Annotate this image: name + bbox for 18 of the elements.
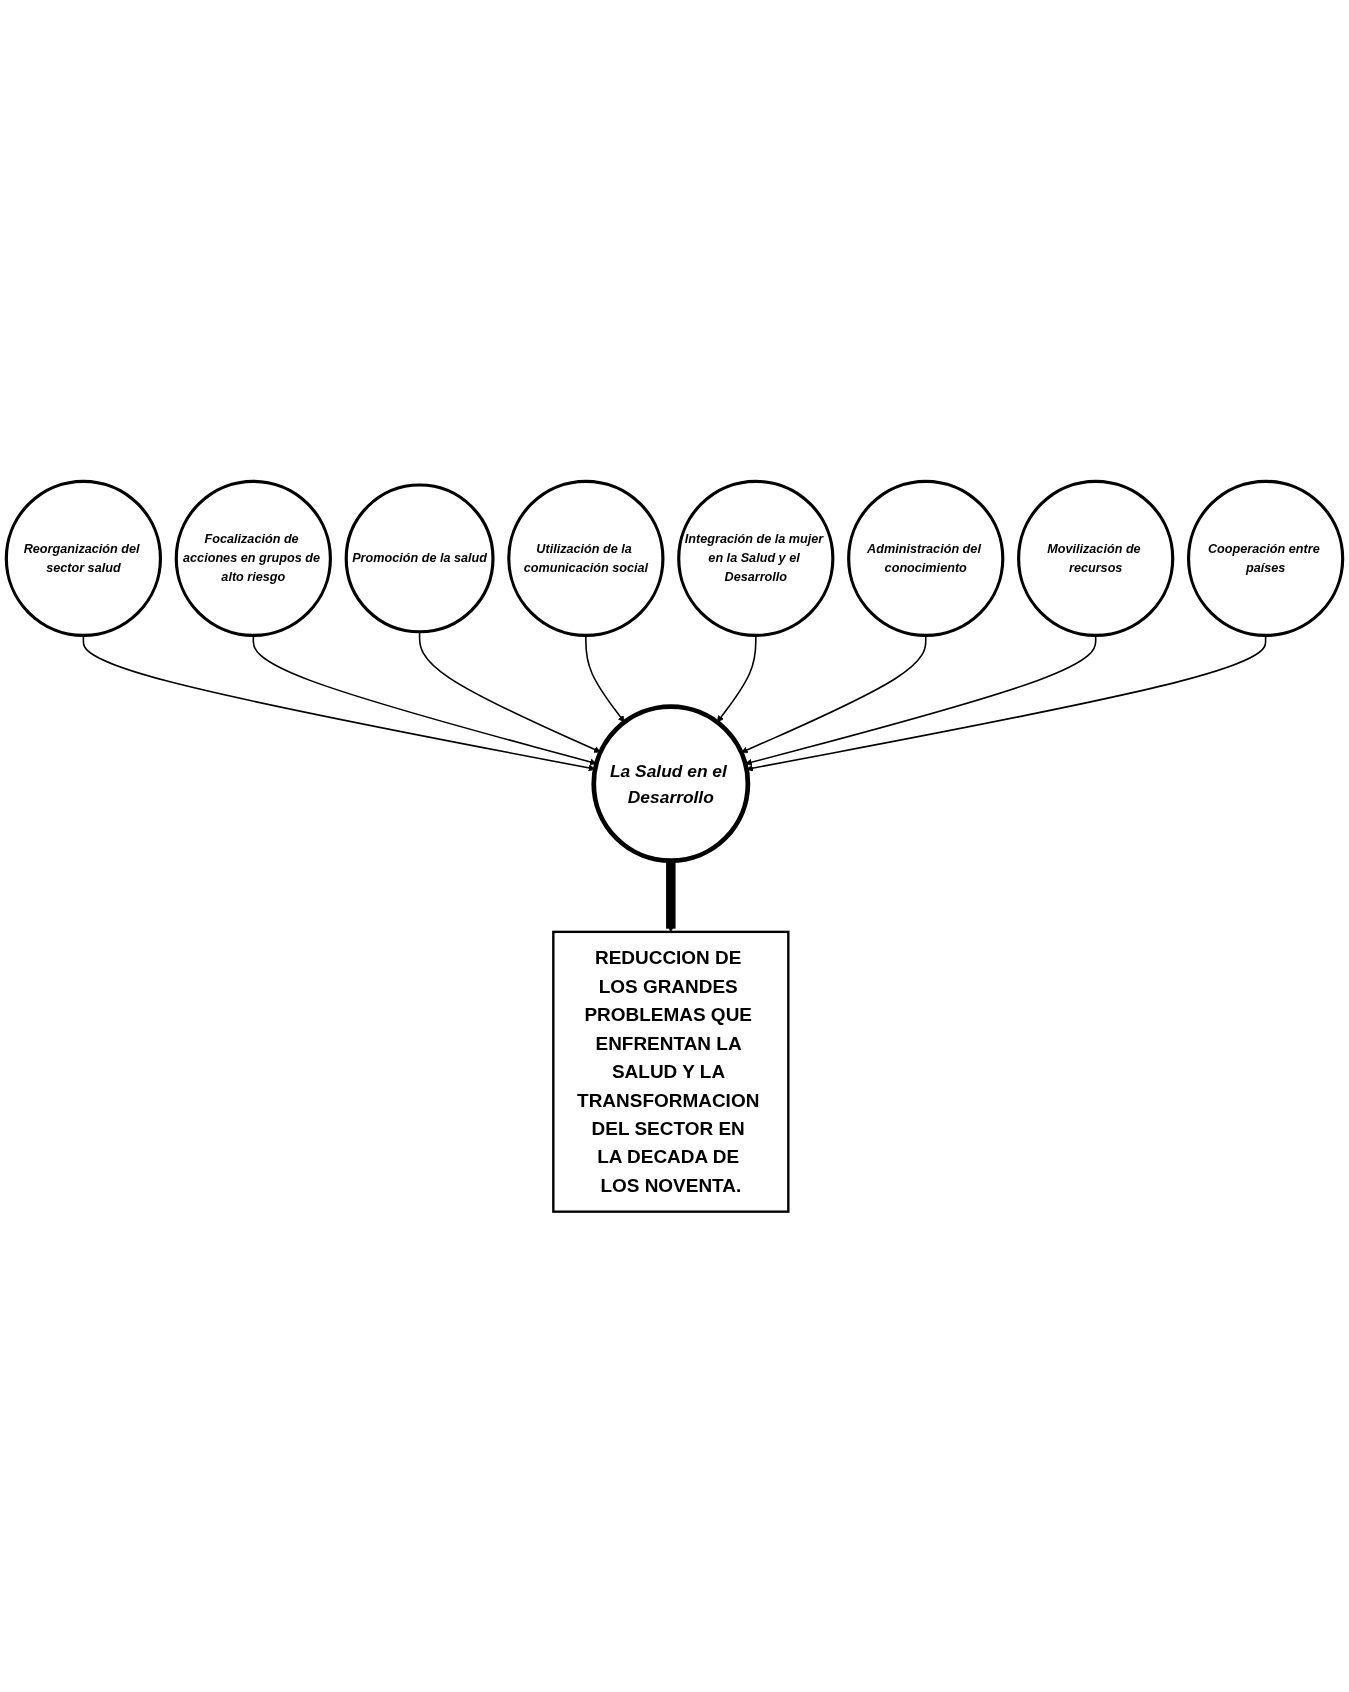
arrow xyxy=(82,634,596,771)
node-circle: Promoción de la salud xyxy=(344,482,495,633)
node-circle: Cooperación entre países xyxy=(1186,479,1345,637)
node-circle: Reorganización del sector salud xyxy=(4,479,163,637)
arrow xyxy=(585,634,625,722)
arrow xyxy=(252,634,597,765)
node-circle: La Salud en el Desarrollo xyxy=(591,703,751,863)
node-circle: Administración del conocimiento xyxy=(847,479,1005,637)
node-circle: Integración de la mujer en la Salud y el Desarrollo xyxy=(677,479,835,637)
arrow xyxy=(716,634,757,722)
arrow xyxy=(745,634,1097,766)
node-circle: Focalización de acciones en grupos de alto riesgo xyxy=(174,479,332,637)
arrow xyxy=(741,634,927,753)
node-box: REDUCCION DE LOS GRANDES PROBLEMAS QUE ENFRENTAN LA SALUD Y LA TRANSFORMACION DEL SECTOR EN LA DECADA DE LOS NOVENTA. xyxy=(552,930,790,1213)
arrow xyxy=(746,634,1267,772)
node-circle: Movilización de recursos xyxy=(1017,479,1175,637)
node-circle: Utilización de la comunicación social xyxy=(507,479,665,637)
arrow xyxy=(666,860,676,932)
